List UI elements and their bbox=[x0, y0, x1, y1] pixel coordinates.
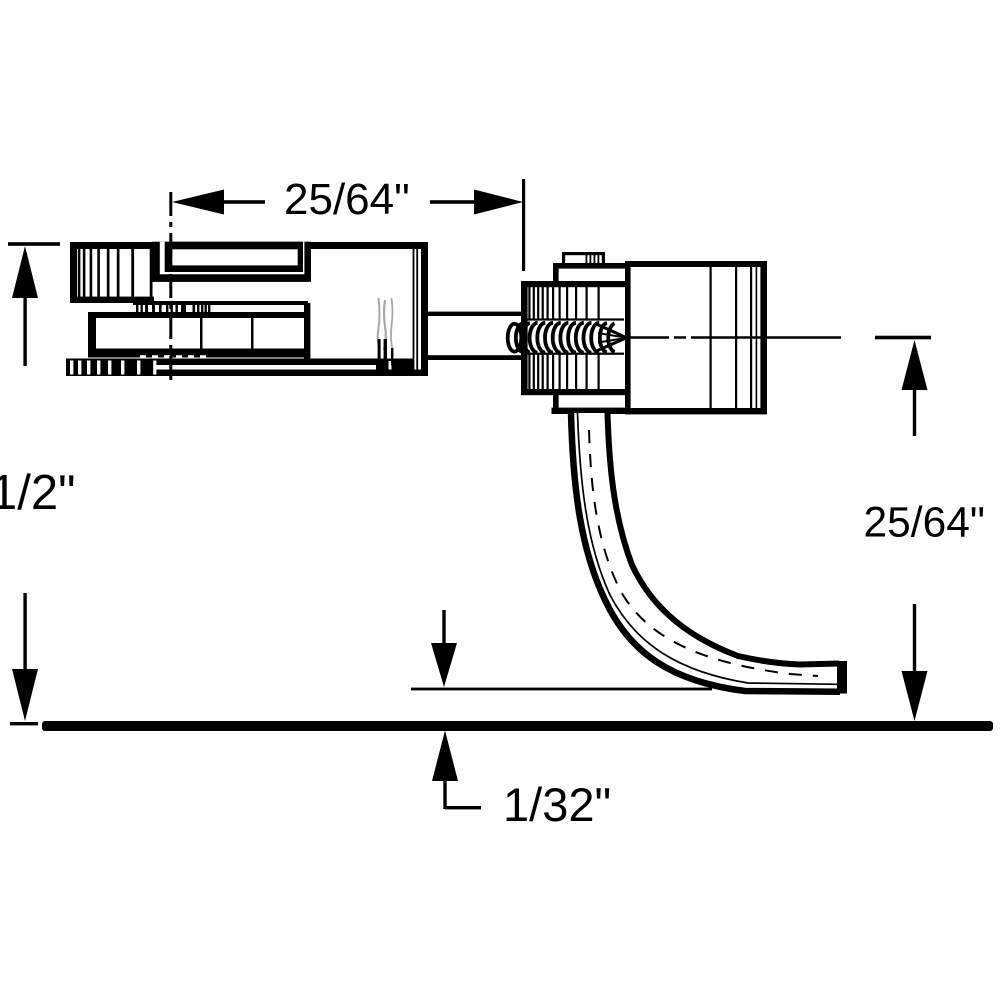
svg-text:25/64": 25/64" bbox=[284, 175, 410, 224]
svg-text:25/64": 25/64" bbox=[864, 500, 985, 547]
svg-text:1/32": 1/32" bbox=[503, 778, 611, 831]
svg-text:1/2": 1/2" bbox=[0, 466, 76, 520]
